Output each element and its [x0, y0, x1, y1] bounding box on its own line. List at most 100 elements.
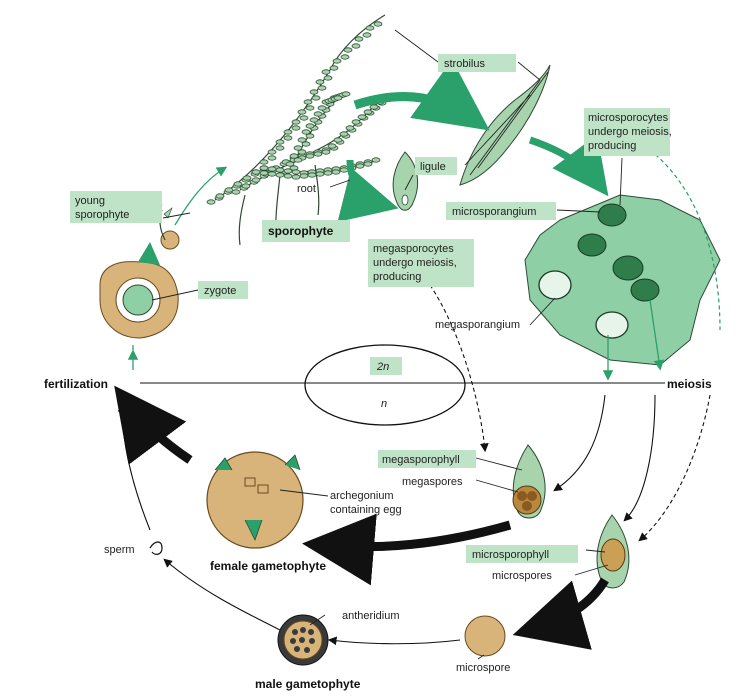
leaf-scale — [285, 161, 295, 167]
ploidy-ring — [140, 344, 665, 426]
leaf-scale — [363, 109, 373, 115]
svg-text:microsporophyll: microsporophyll — [472, 549, 549, 561]
strobilus-cone — [459, 64, 551, 186]
label-male-gametophyte: male gametophyte — [255, 677, 361, 691]
leaf-scale — [305, 133, 315, 139]
label-megasporangium: megasporangium — [435, 319, 520, 331]
ligule-leaf — [392, 151, 419, 211]
leaf-scale — [275, 139, 285, 145]
sporangia-section — [524, 194, 721, 366]
arrow-sperm-to-fertilization — [117, 402, 151, 531]
label-fertilization: fertilization — [44, 377, 108, 391]
label-archegonium-line2: containing egg — [330, 504, 402, 516]
arrow-megaspores-to-female — [302, 513, 512, 586]
arrow-meiosis-to-microspores — [623, 394, 656, 522]
leaf-scale — [283, 168, 293, 174]
dashed-arrow-megasporocytes — [429, 284, 489, 453]
svg-text:megasporophyll: megasporophyll — [382, 454, 460, 466]
label-microsporophyll: microsporophyll — [466, 545, 578, 563]
dashed-arrow-microsporocytes — [638, 394, 711, 542]
dashed-line-microsporocytes — [649, 149, 721, 331]
leaf-scale — [317, 105, 327, 111]
green-arrow-to-sporangia — [528, 134, 609, 197]
label-archegonium-line1: archegonium — [330, 490, 394, 502]
leaf-scale — [297, 149, 307, 155]
leaf-scale — [333, 137, 343, 143]
svg-text:2n: 2n — [376, 361, 389, 373]
leaf-scale — [251, 177, 261, 183]
leaf-scale — [315, 79, 325, 85]
leaf-scale — [373, 21, 383, 27]
leaf-scale — [323, 75, 333, 81]
leaf-scale — [215, 193, 225, 199]
leaf-scale — [365, 25, 375, 31]
leaf-scale — [291, 169, 301, 175]
leaf-scale — [327, 143, 337, 149]
label-microspores: microspores — [492, 570, 552, 582]
svg-text:sporophyte: sporophyte — [75, 209, 129, 221]
arrow-male-to-sperm — [163, 558, 281, 631]
arrow-young-to-sporophyte — [174, 166, 228, 226]
leaf-scale — [283, 129, 293, 135]
svg-text:strobilus: strobilus — [444, 58, 485, 70]
leaf-scale — [297, 109, 307, 115]
label-young-sporophyte: young sporophyte — [70, 191, 162, 223]
leaf-scale — [307, 172, 317, 178]
leaf-scale — [267, 171, 277, 177]
leaf-scale — [371, 157, 381, 163]
arrow-female-to-fertilization — [114, 385, 193, 465]
leaf-scale — [343, 47, 353, 53]
green-arrow-to-ligule — [337, 159, 399, 222]
leaf-scale — [362, 32, 372, 38]
leaf-scale — [369, 104, 379, 110]
svg-text:microsporocytes: microsporocytes — [588, 112, 669, 124]
svg-text:ligule: ligule — [420, 161, 446, 173]
megasporophyll — [512, 444, 546, 519]
leaf-scale — [299, 173, 309, 179]
microspore — [464, 615, 506, 657]
leaf-scale — [301, 129, 311, 135]
label-antheridium: antheridium — [342, 610, 399, 622]
leaf-scale — [251, 169, 261, 175]
svg-text:megasporocytes: megasporocytes — [373, 243, 454, 255]
leaf-scale — [363, 161, 373, 167]
leaf-scale — [242, 175, 252, 181]
leaf-scale — [293, 157, 303, 163]
leaf-scale — [231, 189, 241, 195]
leaf-scale — [301, 141, 311, 147]
label-strobilus: strobilus — [438, 54, 516, 72]
arrow-microspores-to-microspore — [512, 577, 609, 650]
leaf-scale — [354, 36, 364, 42]
leaf-scale — [317, 85, 327, 91]
leaf-scale — [297, 137, 307, 143]
label-sporophyte: sporophyte — [262, 220, 350, 242]
leaf-scale — [321, 69, 331, 75]
leaf-scale — [332, 58, 342, 64]
arrow-microsporangium-down — [649, 299, 665, 371]
svg-text:undergo meiosis,: undergo meiosis, — [588, 126, 672, 138]
microsporophyll — [596, 514, 630, 589]
leaf-scale — [351, 119, 361, 125]
svg-text:producing: producing — [373, 271, 421, 283]
svg-text:zygote: zygote — [204, 285, 236, 297]
leaf-scale — [341, 91, 351, 97]
leaf-scale — [345, 125, 355, 131]
zygote-tissue — [99, 242, 179, 339]
label-megasporophyll: megasporophyll — [378, 450, 476, 468]
leaf-scale — [315, 171, 325, 177]
label-microsporocytes: microsporocytes undergo meiosis, produci… — [584, 108, 672, 156]
leaf-scale — [339, 167, 349, 173]
label-meiosis: meiosis — [667, 377, 712, 391]
label-microspore: microspore — [456, 662, 510, 674]
sporophyte-plant — [206, 14, 393, 246]
label-megaspores: megaspores — [402, 476, 463, 488]
label-haploid: n — [381, 398, 387, 410]
leaf-scale — [323, 170, 333, 176]
leaf-scale — [355, 163, 365, 169]
leaf-scale — [311, 95, 321, 101]
leaf-scale — [259, 165, 269, 171]
svg-text:producing: producing — [588, 140, 636, 152]
leaf-scale — [289, 153, 299, 159]
leaf-scale — [321, 149, 331, 155]
